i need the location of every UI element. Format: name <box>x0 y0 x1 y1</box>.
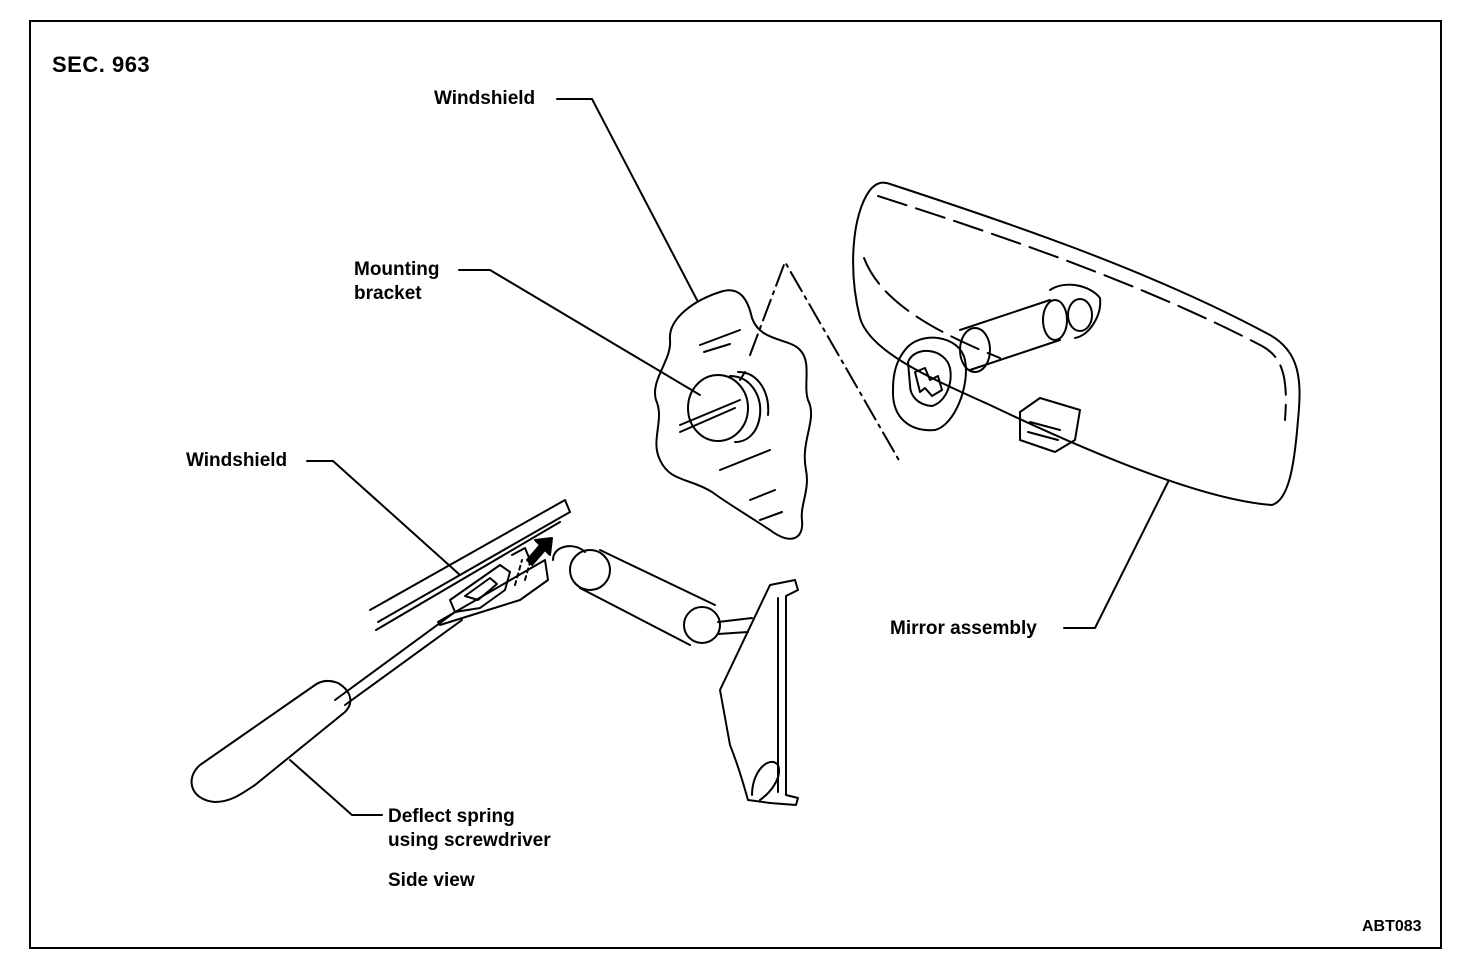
mirror-assembly-label: Mirror assembly <box>890 618 1037 639</box>
side-view-mirror-arm <box>552 545 799 806</box>
side-view-windshield <box>369 499 571 631</box>
mounting-bracket-part <box>679 371 770 443</box>
screwdriver <box>190 611 463 803</box>
leader-mounting-bracket <box>458 269 701 396</box>
side-view-label: Side view <box>388 870 475 891</box>
mirror-assembly-part <box>852 181 1301 506</box>
leader-deflect-spring <box>289 759 383 816</box>
alignment-line <box>749 261 901 463</box>
section-number: SEC. 963 <box>52 52 151 77</box>
windshield-side-label: Windshield <box>186 450 288 471</box>
leader-windshield-top <box>556 98 698 301</box>
mounting-bracket-label-line1: Mounting <box>354 259 440 280</box>
deflect-spring-label-line2: using screwdriver <box>388 830 551 851</box>
figure-frame <box>29 20 1442 949</box>
leader-mirror-assembly <box>1063 481 1169 629</box>
deflect-arrow <box>526 537 553 566</box>
windshield-top-label: Windshield <box>434 88 536 109</box>
leader-windshield-side <box>306 460 461 576</box>
figure-code: ABT083 <box>1362 918 1422 935</box>
mounting-bracket-label-line2: bracket <box>354 283 422 304</box>
windshield-glass-patch <box>653 289 813 540</box>
deflect-spring-label-line1: Deflect spring <box>388 806 515 827</box>
